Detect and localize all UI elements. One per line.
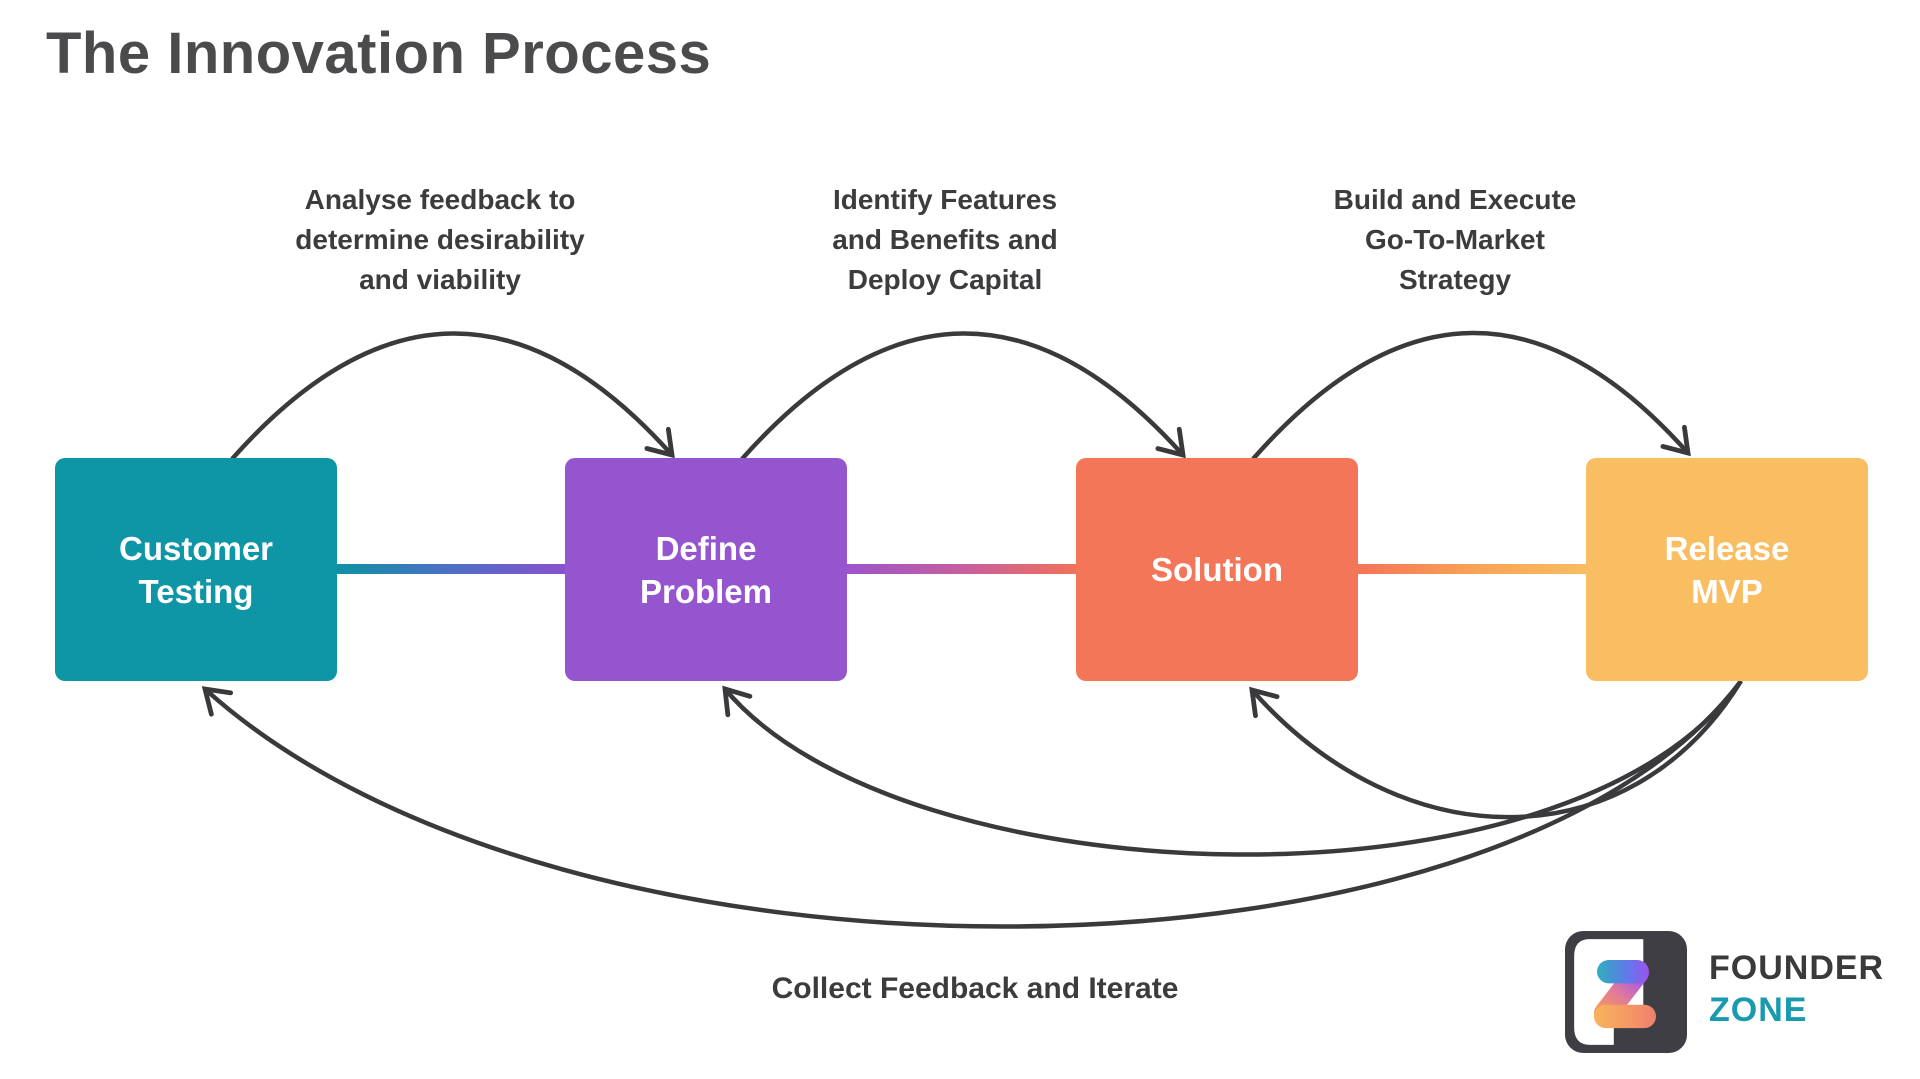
step-box-customer-testing: Customer Testing [55, 458, 337, 681]
page-title: The Innovation Process [46, 21, 712, 86]
founder-zone-logo-icon [1565, 931, 1687, 1053]
forward-arc-1 [230, 331, 675, 461]
founder-zone-logo: FOUNDER ZONE [1565, 931, 1884, 1053]
connector-1-gradient [330, 564, 570, 574]
feedback-loop-label: Collect Feedback and Iterate [771, 972, 1179, 1005]
step-box-solution: Solution [1076, 458, 1358, 681]
step-box-define-problem: Define Problem [565, 458, 847, 681]
logo-text-founder: FOUNDER [1709, 948, 1885, 987]
connector-2-gradient [840, 564, 1082, 574]
arc-label-build-execute: Build and Execute Go-To-Market Strategy [1333, 184, 1577, 295]
logo-text-zone: ZONE [1709, 990, 1808, 1029]
forward-arc-3 [1251, 330, 1691, 461]
step-box-release-mvp: Release MVP [1586, 458, 1868, 681]
return-arc-to-customer-testing [201, 679, 1743, 929]
founder-zone-logo-text: FOUNDER ZONE [1709, 949, 1884, 1030]
connector-3-gradient [1352, 564, 1592, 574]
return-arc-to-define-problem [722, 679, 1743, 857]
return-arc-to-solution [1249, 679, 1743, 820]
arc-label-analyse-feedback: Analyse feedback to determine desirabili… [295, 184, 585, 295]
arc-label-identify-features: Identify Features and Benefits and Deplo… [832, 184, 1058, 295]
forward-arc-2 [740, 331, 1186, 461]
